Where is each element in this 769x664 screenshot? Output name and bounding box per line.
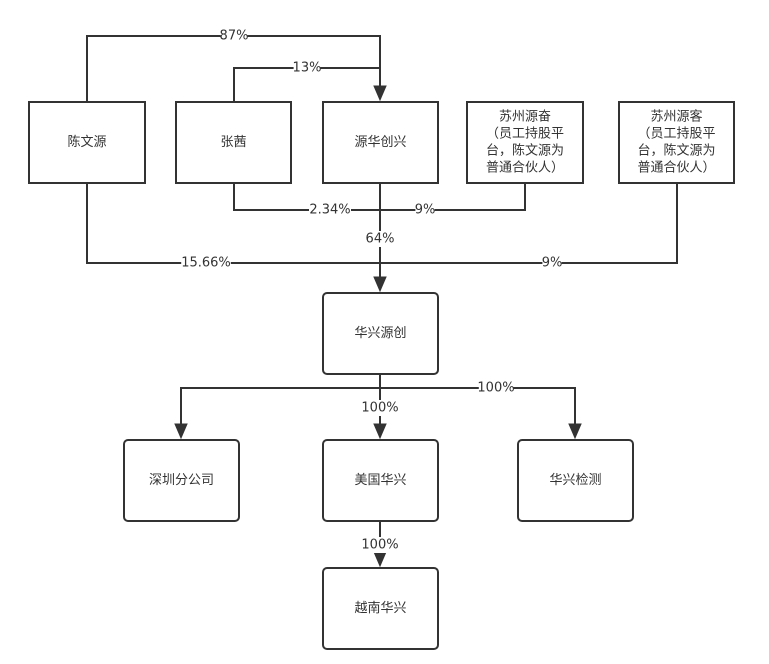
edge-label: 15.66%: [181, 256, 231, 271]
node-yuanhuachuangxing[interactable]: 源华创兴: [322, 101, 439, 184]
edge-label: 64%: [366, 232, 395, 247]
edge-zhangqian-to-huaxingyuanchuang: [233, 183, 380, 211]
edge-chenwenyuan-to-huaxingyuanchuang: [86, 183, 380, 264]
edge-label-background: [293, 60, 321, 76]
arrowhead-icon: [373, 85, 387, 102]
node-label: 华兴检测: [549, 473, 601, 488]
edge-label-background: [181, 255, 231, 271]
node-box[interactable]: [28, 101, 146, 184]
node-label: 深圳分公司: [149, 473, 214, 488]
node-label: 华兴源创: [354, 326, 406, 341]
arrowhead-icon: [373, 276, 387, 293]
connector-line: [233, 67, 380, 102]
edge-label: 9%: [415, 203, 436, 218]
node-label: 张茜: [220, 135, 246, 150]
node-label: （员工持股平: [486, 127, 564, 142]
edge-label-background: [309, 202, 351, 218]
node-box[interactable]: [322, 567, 439, 650]
edge-suzhouyuanfen-to-huaxingyuanchuang: [380, 183, 526, 211]
connector-line: [86, 183, 380, 264]
arrowhead-icon: [174, 423, 188, 440]
edge-label-background: [478, 380, 514, 396]
edges-layer: [86, 35, 678, 568]
node-box[interactable]: [466, 101, 584, 184]
node-box[interactable]: [322, 292, 439, 375]
edge-huaxingyuanchuang-to-shenzhen_branch: [174, 374, 381, 440]
edge-label-background: [362, 400, 398, 416]
node-label: 美国华兴: [354, 473, 406, 488]
arrowhead-icon: [373, 551, 387, 568]
node-label: 台，陈文源为: [637, 143, 715, 159]
node-label: 苏州源奋: [499, 109, 551, 125]
node-label: 越南华兴: [354, 600, 406, 616]
edge-label-background: [220, 28, 248, 44]
node-chenwenyuan[interactable]: 陈文源: [28, 101, 146, 184]
arrowhead-icon: [568, 423, 582, 440]
node-label: 苏州源客: [650, 109, 702, 125]
node-huaxingyuanchuang[interactable]: 华兴源创: [322, 292, 439, 375]
edge-label: 9%: [542, 256, 563, 271]
edge-label: 2.34%: [309, 203, 350, 218]
arrowhead-icon: [373, 423, 387, 440]
connector-line: [380, 183, 526, 211]
nodes-layer: 陈文源张茜源华创兴苏州源奋（员工持股平台，陈文源为普通合伙人）苏州源客（员工持股…: [28, 101, 735, 650]
edge-label: 13%: [293, 61, 322, 76]
edge-label-background: [415, 202, 435, 218]
node-box[interactable]: [322, 439, 439, 522]
node-label: （员工持股平: [637, 127, 715, 142]
edge-label-background: [366, 231, 394, 247]
node-box[interactable]: [175, 101, 292, 184]
node-yuenan_huaxing[interactable]: 越南华兴: [322, 567, 439, 650]
node-label: 普通合伙人）: [486, 161, 564, 176]
edge-label-background: [362, 537, 398, 553]
node-box[interactable]: [123, 439, 240, 522]
edge-label: 100%: [361, 538, 398, 553]
node-label: 普通合伙人）: [637, 161, 715, 176]
node-box[interactable]: [517, 439, 634, 522]
node-huaxing_jiance[interactable]: 华兴检测: [517, 439, 634, 522]
edge-label-background: [542, 255, 562, 271]
edge-zhangqian-to-yuanhuachuangxing: [233, 67, 380, 102]
connector-line: [380, 387, 576, 426]
node-zhangqian[interactable]: 张茜: [175, 101, 292, 184]
node-label: 台，陈文源为: [486, 143, 564, 159]
node-box[interactable]: [322, 101, 439, 184]
node-box[interactable]: [618, 101, 735, 184]
edge-label: 100%: [361, 401, 398, 416]
edge-huaxingyuanchuang-to-huaxing_jiance: [380, 387, 582, 440]
node-label: 源华创兴: [354, 135, 406, 150]
node-shenzhen_branch[interactable]: 深圳分公司: [123, 439, 240, 522]
node-meiguo_huaxing[interactable]: 美国华兴: [322, 439, 439, 522]
edge-suzhouyuanke-to-huaxingyuanchuang: [380, 183, 678, 264]
edge-labels-layer: 87% 13% 2.34% 9% 64% 15.66% 9% 100% 100% 100%: [181, 28, 562, 553]
connector-line: [180, 374, 381, 426]
node-label: 陈文源: [67, 134, 106, 150]
connector-line: [233, 183, 380, 211]
edge-label: 87%: [220, 29, 249, 44]
connector-line: [380, 183, 678, 264]
edge-label: 100%: [477, 381, 514, 396]
